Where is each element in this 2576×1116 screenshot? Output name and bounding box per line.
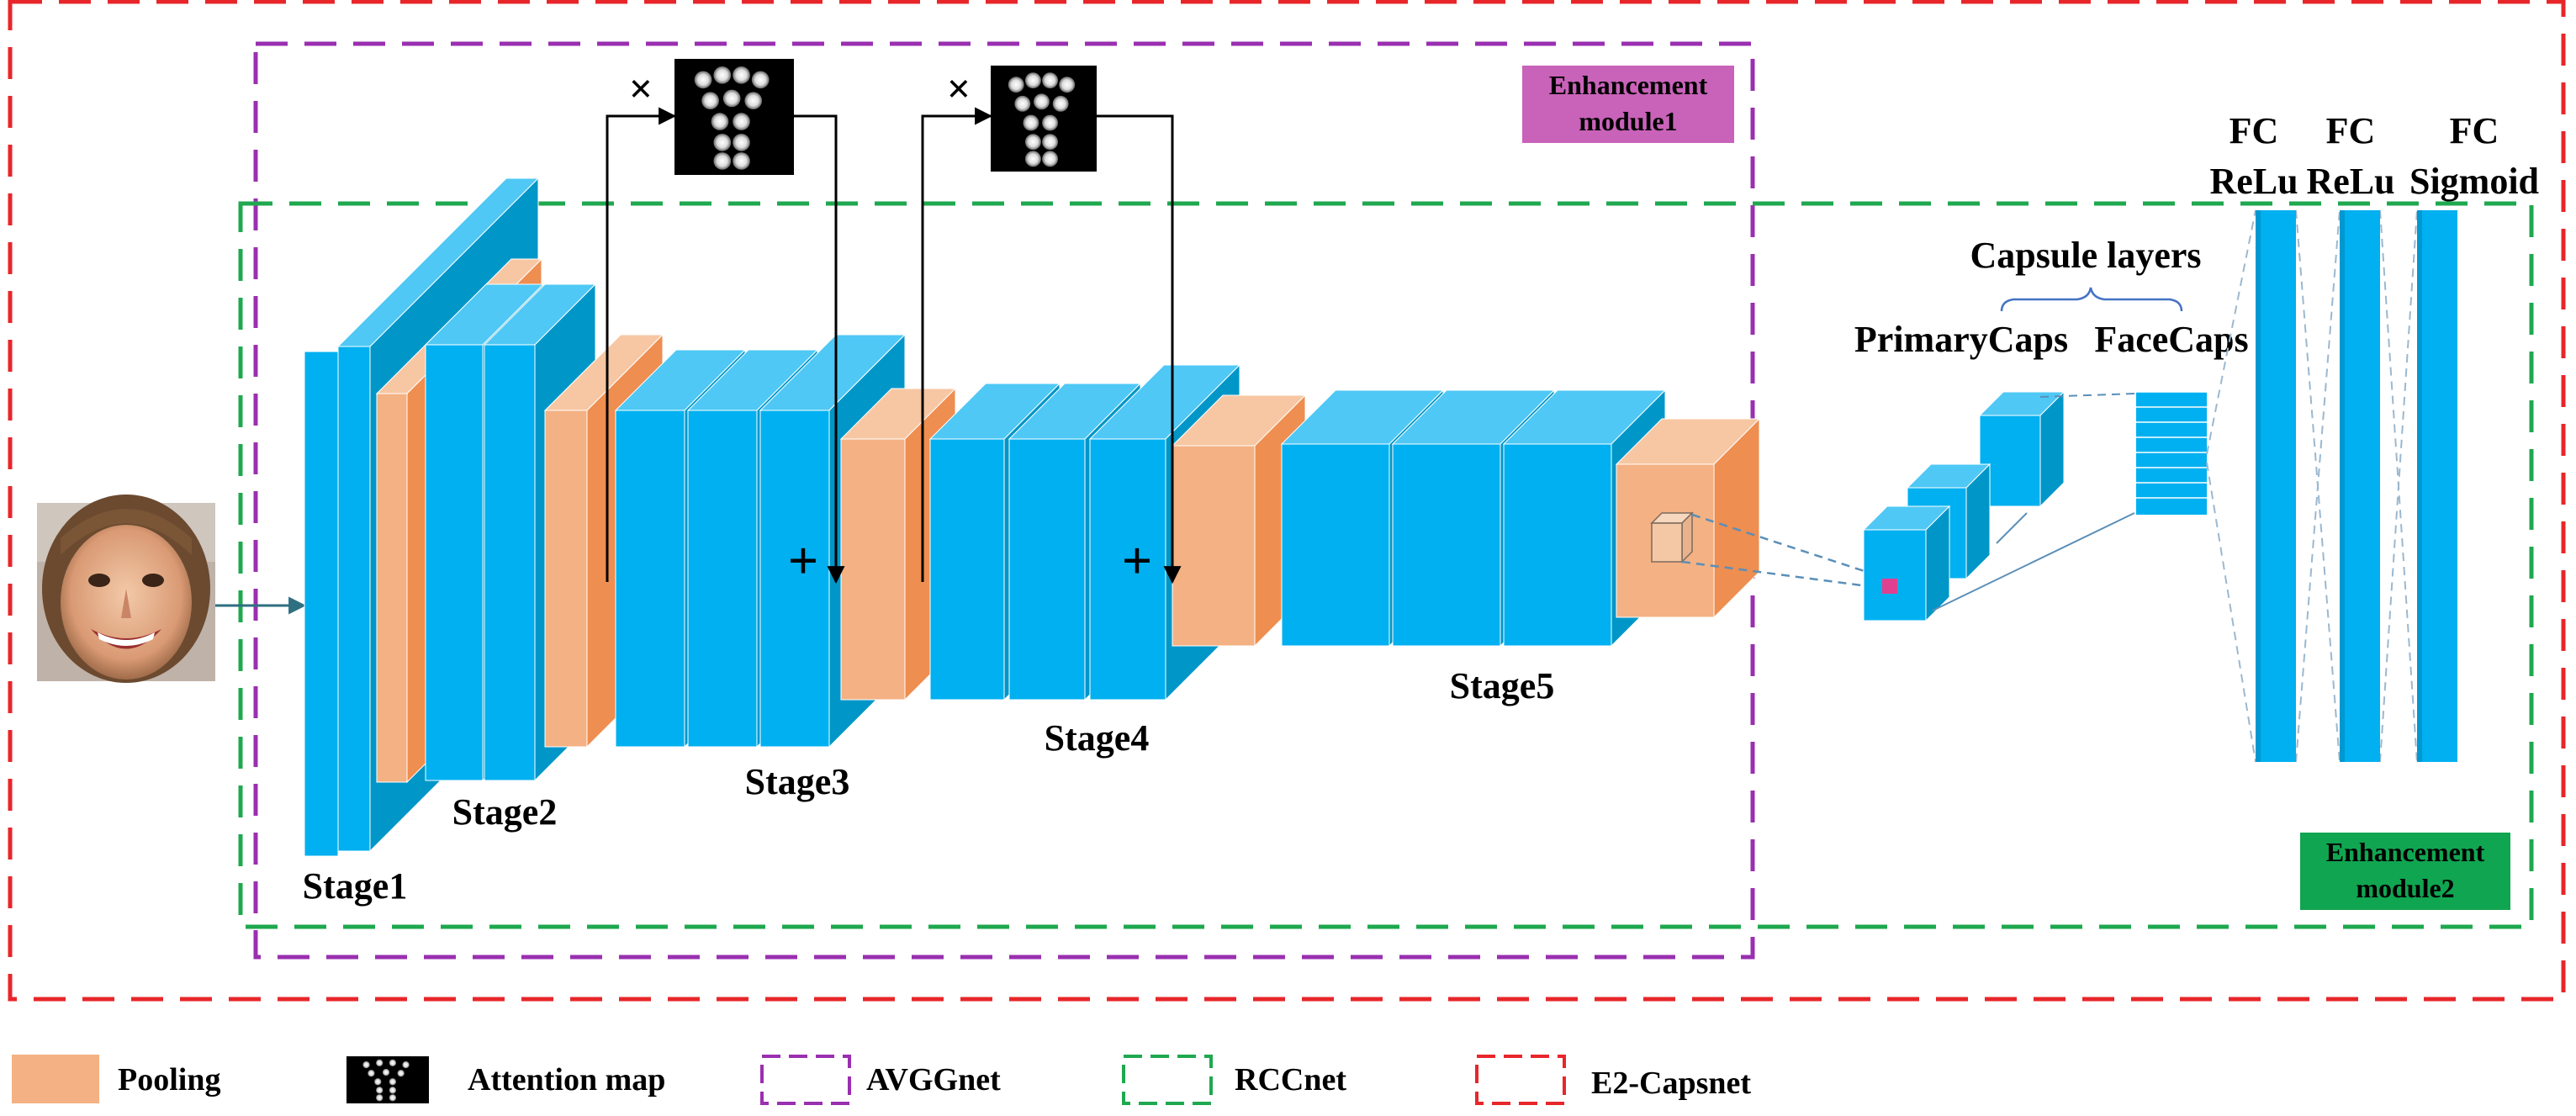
face-caps-stack — [2136, 391, 2207, 515]
enhancement-module2-line1: Enhancement — [2326, 837, 2485, 867]
stage3-label: Stage3 — [745, 761, 850, 802]
primary-caps-cubes — [1862, 390, 2066, 622]
stage1-label: Stage1 — [303, 865, 408, 907]
legend: Pooling Attention map AVGGnet RCCnet E2-… — [12, 1055, 1751, 1105]
legend-attention-icon — [346, 1056, 429, 1103]
stage2-label: Stage2 — [452, 791, 558, 833]
fc-layers — [2206, 209, 2457, 763]
legend-avggnet-swatch — [760, 1055, 851, 1105]
fc1-label-bottom: ReLu — [2209, 161, 2298, 202]
enhancement-module2-line2: module2 — [2356, 873, 2454, 903]
capsule-layers-brace — [2000, 287, 2183, 312]
projection-line-1 — [1691, 513, 1888, 580]
legend-pooling-label: Pooling — [118, 1062, 220, 1097]
caps-link-2 — [1932, 512, 2135, 611]
face-caps-label: FaceCaps — [2094, 319, 2248, 360]
fc2-bar — [2340, 210, 2380, 762]
legend-avggnet-label: AVGGnet — [866, 1062, 1001, 1097]
legend-e2capsnet-swatch — [1475, 1055, 1566, 1105]
fc3-bar — [2417, 210, 2457, 762]
attention-map-1 — [674, 59, 794, 175]
multiply-symbol-1: × — [629, 65, 653, 112]
projection-line-2 — [1681, 560, 1888, 590]
enhancement-module2-box — [2300, 833, 2510, 910]
capsule-layers-label: Capsule layers — [1970, 235, 2202, 276]
multiply-symbol-2: × — [947, 65, 971, 112]
legend-attention-label: Attention map — [468, 1062, 665, 1097]
fc2-label-top: FC — [2326, 110, 2376, 151]
stage5-label: Stage5 — [1450, 665, 1555, 706]
plus-symbol-2: + — [1122, 531, 1152, 590]
caps-link-3 — [1996, 512, 2028, 544]
stage1-conv-front — [304, 351, 339, 857]
layer-blocks — [304, 177, 1761, 857]
input-face-image — [37, 495, 215, 683]
fc2-label-bottom: ReLu — [2306, 161, 2394, 202]
caps-link-1 — [2039, 393, 2135, 398]
attention-branch-1-out — [794, 114, 845, 584]
legend-rccnet-swatch — [1122, 1055, 1213, 1105]
e2capsnet-frame — [8, 0, 2566, 1002]
primary-caps-label: PrimaryCaps — [1854, 319, 2068, 360]
attention-branch-2-in — [921, 107, 993, 582]
legend-pooling-swatch — [12, 1055, 99, 1103]
fc1-label-top: FC — [2230, 110, 2279, 151]
rccnet-frame — [238, 201, 2534, 929]
plus-symbol-1: + — [788, 531, 818, 590]
enhancement-module1-line2: module1 — [1579, 106, 1677, 136]
stage4-label: Stage4 — [1045, 717, 1150, 759]
legend-e2capsnet-label: E2-Capsnet — [1591, 1066, 1751, 1101]
legend-rccnet-label: RCCnet — [1235, 1062, 1346, 1097]
primary-caps-cube-3 — [1978, 390, 2066, 508]
enhancement-module1-box — [1522, 66, 1734, 143]
attention-branch-2-out — [1097, 114, 1182, 584]
attention-branch-1-in — [606, 107, 677, 582]
capsule-dot — [1882, 579, 1897, 594]
fc3-label-top: FC — [2450, 110, 2499, 151]
attention-map-2 — [991, 66, 1097, 172]
primary-caps-cube-1 — [1862, 505, 1951, 622]
fc3-label-bottom: Sigmoid — [2409, 161, 2539, 202]
enhancement-module1-line1: Enhancement — [1549, 70, 1708, 100]
fc1-bar — [2256, 210, 2296, 762]
stage5-kernel-cube — [1650, 511, 1694, 563]
